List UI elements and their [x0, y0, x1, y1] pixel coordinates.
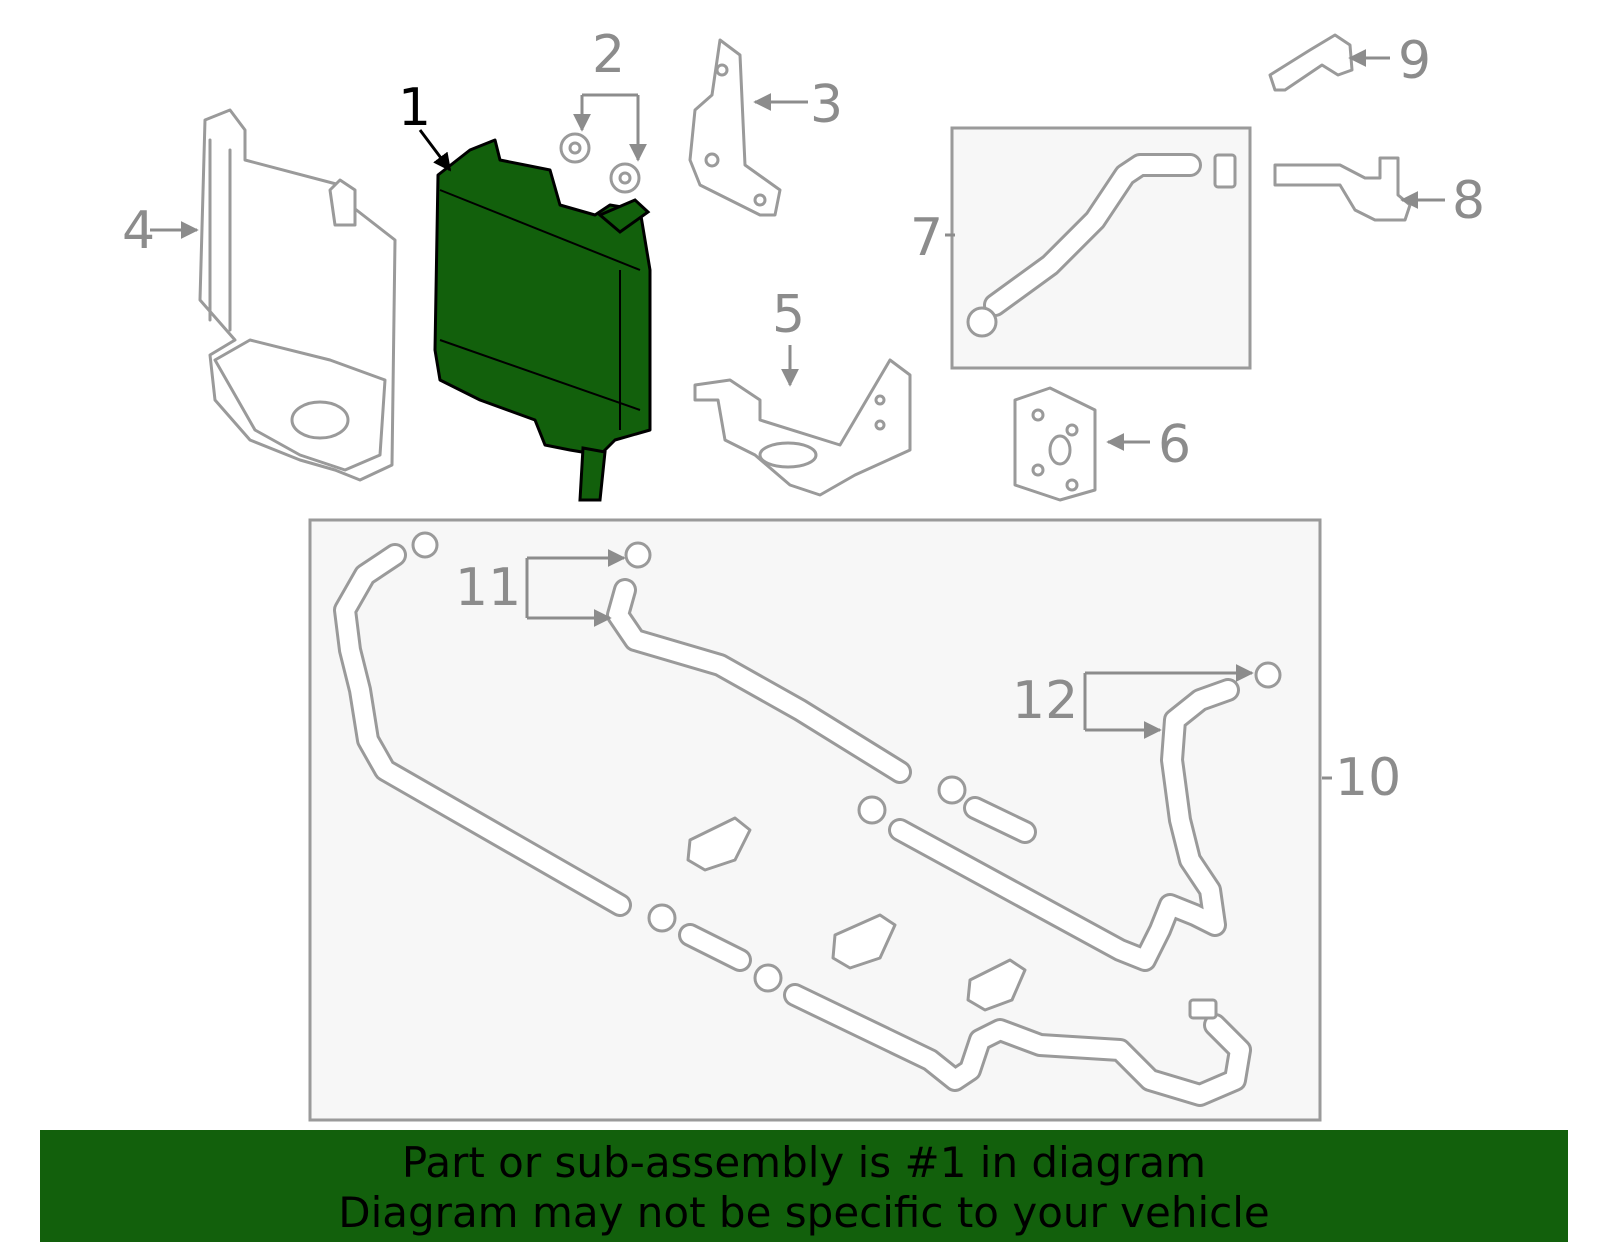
part-8-fitting: [1273, 156, 1412, 222]
callout-4: 4: [122, 201, 155, 261]
callout-2: 2: [592, 25, 625, 85]
callout-3: 3: [810, 75, 843, 135]
part-7-hose: [966, 153, 1237, 338]
banner-line-2: Diagram may not be specific to your vehi…: [338, 1188, 1270, 1237]
part-6-plate: [1013, 386, 1097, 502]
callout-10: 10: [1335, 748, 1401, 808]
part-9-elbow: [1268, 33, 1354, 92]
info-banner: Part or sub-assembly is #1 in diagram Di…: [40, 1130, 1568, 1242]
callout-8: 8: [1452, 171, 1485, 231]
callout-12: 12: [1012, 671, 1078, 731]
callout-7: 7: [910, 208, 943, 268]
callout-9: 9: [1398, 31, 1431, 91]
banner-line-1: Part or sub-assembly is #1 in diagram: [401, 1138, 1207, 1187]
part-1-radiator: [433, 138, 652, 502]
callout-5: 5: [772, 285, 805, 345]
part-3-bracket: [688, 38, 782, 217]
callout-11: 11: [455, 558, 521, 618]
part-2-grommets: [559, 132, 641, 194]
part-4-air-guide: [198, 108, 397, 482]
part-7-group-box: [950, 126, 1252, 370]
callout-1: 1: [398, 78, 431, 138]
leader-lines: [150, 49, 1445, 780]
part-5-bracket: [693, 358, 912, 497]
callout-6: 6: [1158, 415, 1191, 475]
